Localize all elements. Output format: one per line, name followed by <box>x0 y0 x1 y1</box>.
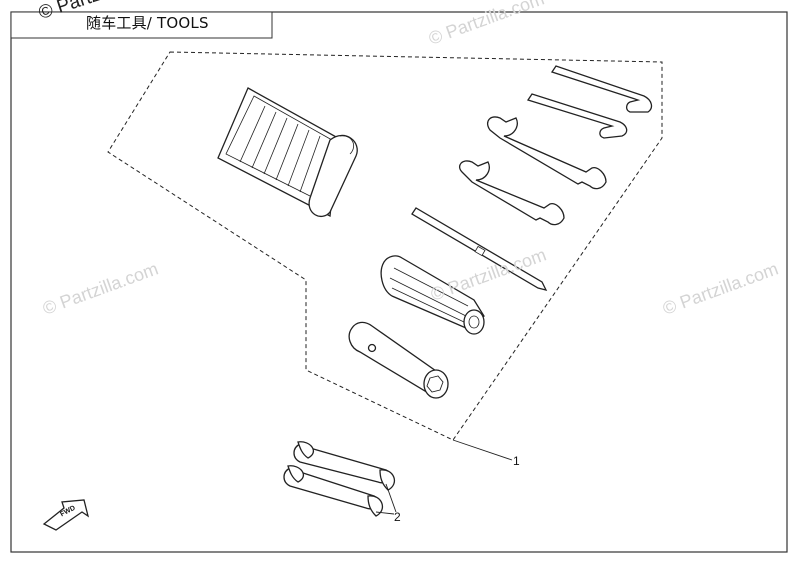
screwdriver-handle-icon <box>380 255 485 335</box>
tool-roll-icon <box>217 87 358 218</box>
strap-lower-icon <box>283 465 384 517</box>
strap-upper-icon <box>293 441 396 491</box>
forward-arrow-icon <box>42 499 90 531</box>
diagram-title: 随车工具/ TOOLS <box>86 14 209 32</box>
wrench-upper-icon <box>486 116 607 190</box>
callout-2[interactable]: 2 <box>394 510 401 524</box>
hex-key-short-icon <box>526 93 628 139</box>
screwdriver-shaft-icon <box>411 207 548 291</box>
leader-line-2a <box>385 483 397 513</box>
diagram-frame <box>10 11 788 553</box>
leader-line-1 <box>452 439 513 461</box>
spark-plug-socket-icon <box>348 321 449 399</box>
callout-1[interactable]: 1 <box>513 454 520 468</box>
wrench-lower-icon <box>458 160 565 226</box>
title-box <box>10 11 273 39</box>
kit-outline <box>107 51 663 441</box>
leader-line-2b <box>375 511 395 515</box>
hex-key-long-icon <box>550 65 653 113</box>
